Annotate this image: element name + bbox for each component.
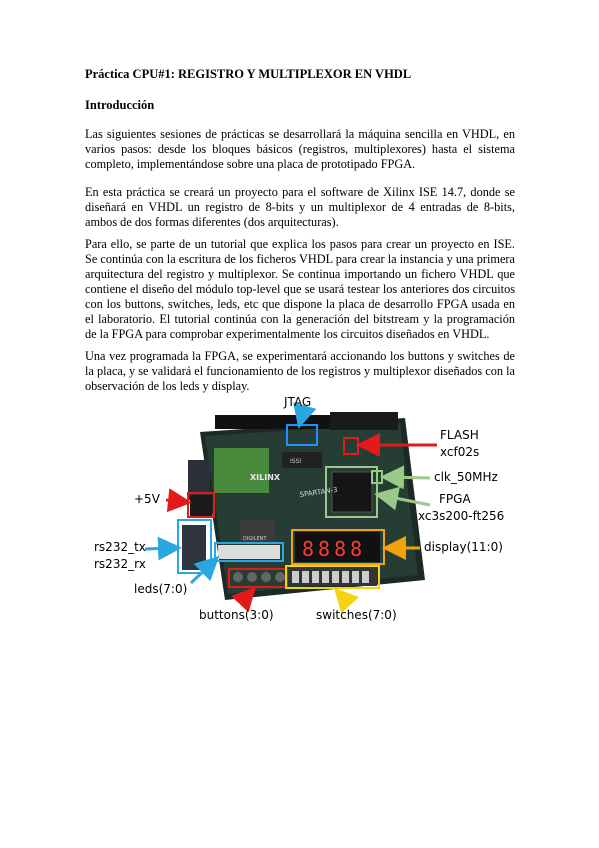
rs232-arrow (144, 536, 182, 561)
clk-label: clk_50MHz (434, 470, 498, 484)
leds-highlight (214, 542, 284, 562)
serial-connector (188, 460, 210, 500)
switches-arrow (333, 587, 360, 614)
power-label: +5V (134, 492, 160, 506)
flash-part-label: xcf02s (440, 445, 480, 459)
switches-highlight (285, 565, 380, 589)
sub-board (214, 448, 269, 493)
rs232-rx-label: rs232_rx (94, 557, 146, 571)
display-digits: 8888 (302, 537, 366, 561)
document-title: Práctica CPU#1: REGISTRO Y MULTIPLEXOR E… (85, 67, 412, 81)
leds-arrow (189, 555, 220, 585)
issi-text: ISSI (290, 458, 301, 465)
led-strip (218, 545, 280, 559)
issi-chip (282, 452, 322, 468)
digilent-text: DIGILENT (243, 536, 267, 542)
flash-label: FLASH (440, 428, 479, 442)
rs232-tx-label: rs232_tx (94, 540, 146, 554)
power-arrow (165, 488, 192, 513)
paragraph-1: Las siguientes sesiones de prácticas se … (85, 127, 515, 171)
buttons-label: buttons(3:0) (199, 608, 274, 622)
paragraph-3: Para ello, se parte de un tutorial que e… (85, 237, 515, 341)
fpga-chip (331, 471, 373, 513)
xilinx-logo-text: XILINX (250, 473, 281, 482)
fpga-label: FPGA (439, 492, 471, 506)
buttons-arrow (230, 586, 257, 613)
jtag-label: JTAG (284, 395, 312, 409)
switches-label: switches(7:0) (316, 608, 397, 622)
section-heading: Introducción (85, 98, 155, 112)
seven-seg-display (295, 532, 380, 562)
leds-label: leds(7:0) (134, 582, 188, 596)
digilent-chip (240, 520, 275, 544)
db9-connector (182, 525, 206, 570)
fpga-arrow (374, 486, 431, 511)
pcb-board (182, 412, 425, 600)
paragraph-2: En esta práctica se creará un proyecto p… (85, 185, 515, 229)
power-jack (190, 495, 212, 517)
push-buttons (233, 572, 285, 582)
jtag-arrow (293, 402, 317, 429)
slide-switches (289, 568, 377, 586)
display-label: display(11:0) (424, 540, 503, 554)
paragraph-4: Una vez programada la FPGA, se experimen… (85, 349, 515, 393)
clk-arrow (380, 465, 431, 490)
fpga-part-label: xc3s200-ft256 (418, 509, 505, 523)
